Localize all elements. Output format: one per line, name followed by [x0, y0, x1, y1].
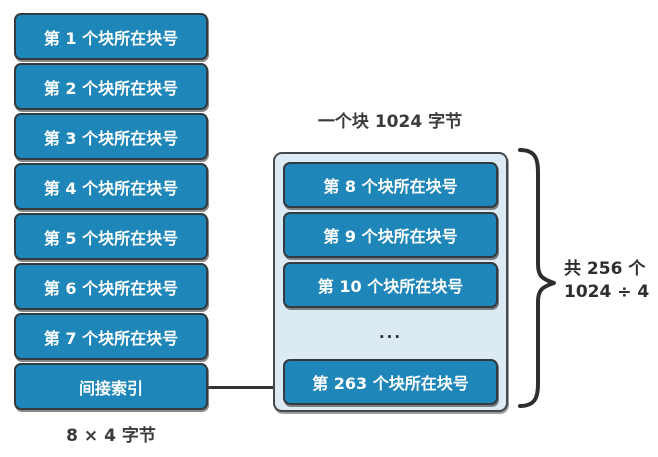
indirect-entry-10-node: 第 10 个块所在块号	[283, 262, 498, 308]
ellipsis-text: ...	[378, 324, 403, 342]
indirect-entry-263-node: 第 263 个块所在块号	[283, 359, 498, 405]
indirect-entry-8-node: 第 8 个块所在块号	[283, 162, 498, 208]
direct-block-5-node: 第 5 个块所在块号	[14, 213, 208, 260]
direct-block-2-node: 第 2 个块所在块号	[14, 63, 208, 110]
indirect-entry-9-node: 第 9 个块所在块号	[283, 212, 498, 258]
indirect-block-title: 一个块 1024 字节	[317, 112, 463, 132]
direct-block-7-node: 第 7 个块所在块号	[14, 313, 208, 360]
direct-block-6-node: 第 6 个块所在块号	[14, 263, 208, 310]
direct-block-3-node: 第 3 个块所在块号	[14, 113, 208, 160]
indirect-block-container: 第 8 个块所在块号 第 9 个块所在块号 第 10 个块所在块号 ... 第 …	[273, 152, 508, 412]
curly-brace	[518, 148, 556, 408]
brace-note: 共 256 个 1024 ÷ 4	[564, 258, 649, 304]
brace-note-line1: 共 256 个	[564, 259, 646, 279]
direct-block-4-node: 第 4 个块所在块号	[14, 163, 208, 210]
direct-block-1-node: 第 1 个块所在块号	[14, 13, 208, 60]
indirect-index-node: 间接索引	[14, 363, 208, 410]
brace-note-line2: 1024 ÷ 4	[564, 282, 650, 302]
left-column-caption: 8 × 4 字节	[66, 426, 156, 446]
connector-line	[208, 386, 275, 389]
